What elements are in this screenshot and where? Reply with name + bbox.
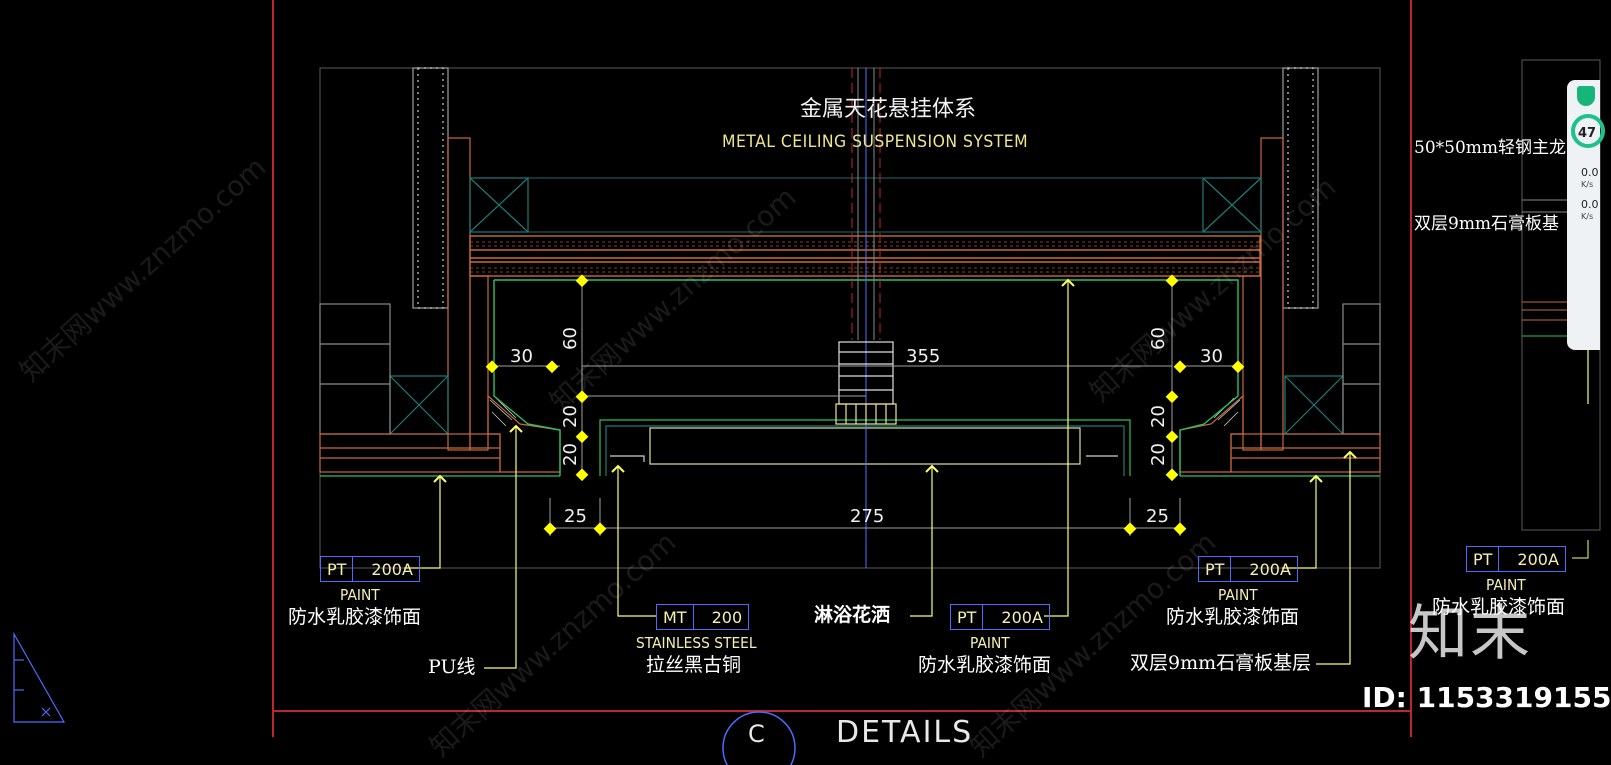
dim-20-left-upper: 20 [560, 405, 581, 428]
watermark-id: ID: 1153319155 [1362, 681, 1611, 714]
pu-line-note: PU线 [428, 656, 476, 678]
finish-note-left: 防水乳胶漆饰面 [288, 606, 422, 628]
finish-note-right: 防水乳胶漆饰面 [1166, 606, 1300, 628]
dim-20-left-lower: 20 [560, 443, 581, 466]
material-tag-right: PT 200A [1198, 556, 1298, 582]
paint-label-center: PAINT [970, 634, 1010, 652]
cad-drawing [13, 0, 1601, 765]
dim-20-right-lower: 20 [1148, 443, 1169, 466]
dim-20-right-upper: 20 [1148, 405, 1169, 428]
upload-speed: 0.0 [1581, 166, 1599, 179]
stainless-label: STAINLESS STEEL [636, 634, 757, 652]
dim-355: 355 [906, 346, 941, 367]
tag-number: 200A [1001, 607, 1043, 627]
gypsum-note-far-right: 双层9mm石膏板基 [1414, 214, 1560, 234]
finish-line [493, 279, 1239, 476]
recess-channel [599, 419, 1131, 476]
material-tag-mt: MT 200 [656, 604, 750, 630]
details-circle-letter: C [748, 720, 765, 748]
tag-code: PT [1205, 559, 1225, 579]
callout-leaders [404, 280, 1589, 669]
ceiling-slab [469, 235, 1261, 277]
dim-25-right: 25 [1146, 506, 1169, 527]
paint-label-left: PAINT [340, 586, 380, 604]
dim-30-right: 30 [1200, 346, 1223, 367]
dim-25-left: 25 [564, 506, 587, 527]
scale-triangle [13, 631, 66, 723]
shield-icon [1577, 86, 1595, 106]
dim-30-left: 30 [510, 346, 533, 367]
tag-code: PT [327, 559, 347, 579]
download-speed: 0.0 [1581, 198, 1599, 211]
right-wall [1180, 67, 1381, 477]
details-badge [722, 711, 796, 765]
dim-60-left: 60 [560, 327, 581, 350]
centerlines [851, 68, 881, 568]
tag-code: PT [1473, 549, 1493, 569]
tag-number: 200A [1249, 559, 1291, 579]
shower-note: 淋浴花洒 [814, 604, 891, 626]
download-unit: K/s [1581, 212, 1594, 221]
watermark-logo: 知末 [1408, 599, 1532, 669]
material-tag-left: PT 200A [320, 556, 420, 582]
cpu-ring [1571, 114, 1605, 148]
upload-unit: K/s [1581, 180, 1594, 189]
paint-label-far-right: PAINT [1486, 576, 1526, 594]
steel-keel-note: 50*50mm轻钢主龙 [1414, 138, 1567, 158]
bronze-note: 拉丝黑古铜 [646, 654, 742, 676]
tag-number: 200 [711, 607, 743, 627]
left-wall [319, 67, 560, 477]
title-english: METAL CEILING SUSPENSION SYSTEM [722, 132, 1029, 152]
title-chinese: 金属天花悬挂体系 [800, 97, 977, 122]
dim-275: 275 [850, 506, 885, 527]
gypsum-note: 双层9mm石膏板基层 [1130, 652, 1312, 674]
paint-label-right: PAINT [1218, 586, 1258, 604]
callout-arrows [433, 278, 1357, 483]
tag-number: 200A [1517, 549, 1559, 569]
finish-note-center: 防水乳胶漆饰面 [918, 654, 1052, 676]
dim-60-right: 60 [1148, 327, 1169, 350]
shower-head [835, 341, 897, 425]
sheet-frame [272, 0, 1412, 737]
material-tag-center: PT 200A [950, 604, 1050, 630]
tag-code: PT [957, 607, 977, 627]
material-tag-far-right: PT 200A [1466, 546, 1566, 572]
dimension-ticks [485, 274, 1245, 536]
finish-note-far-right: 防水乳胶漆饰面 [1432, 596, 1566, 618]
usage-percent: 47 [1578, 126, 1597, 141]
tag-number: 200A [371, 559, 413, 579]
tag-code: MT [663, 607, 687, 627]
network-monitor-widget[interactable]: 47 0.0 K/s 0.0 K/s [1567, 80, 1605, 350]
details-title: DETAILS [836, 715, 974, 750]
